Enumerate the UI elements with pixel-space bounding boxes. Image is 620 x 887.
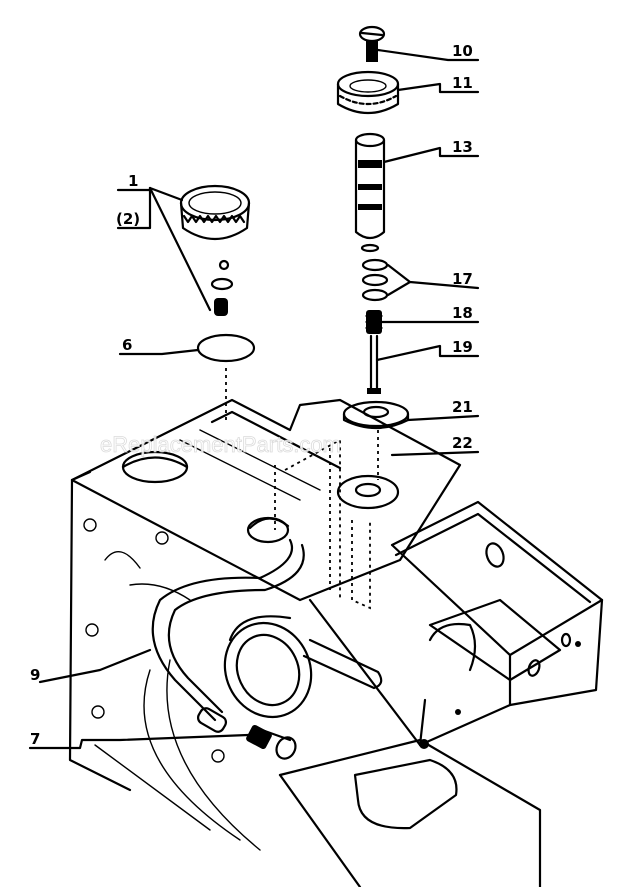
o-rings-part bbox=[361, 258, 389, 302]
washer-part bbox=[342, 400, 410, 430]
callout-17: 17 bbox=[452, 270, 473, 288]
callout-18: 18 bbox=[452, 304, 473, 322]
knob-part bbox=[336, 70, 400, 114]
callout-21: 21 bbox=[452, 398, 473, 416]
callout-9: 9 bbox=[30, 666, 40, 684]
callout-19: 19 bbox=[452, 338, 473, 356]
callout-7: 7 bbox=[30, 730, 40, 748]
gasket-part bbox=[196, 333, 256, 363]
callout-labels: 10 11 13 17 18 19 21 22 1 (2) 6 9 7 bbox=[30, 42, 473, 748]
callout-1: 1 bbox=[128, 172, 138, 190]
needle-part bbox=[367, 334, 381, 394]
spring-part bbox=[365, 310, 383, 334]
housing-body bbox=[68, 398, 542, 887]
callout-2: (2) bbox=[116, 210, 140, 228]
callout-11: 11 bbox=[452, 74, 473, 92]
valve-stem-part bbox=[354, 132, 386, 253]
leader-lines bbox=[28, 48, 480, 750]
callout-10: 10 bbox=[452, 42, 473, 60]
vent-assembly-part bbox=[210, 259, 234, 316]
callout-22: 22 bbox=[452, 434, 473, 452]
filler-cap-part bbox=[179, 184, 251, 240]
callout-6: 6 bbox=[122, 336, 132, 354]
tray-box bbox=[274, 438, 604, 749]
callout-13: 13 bbox=[452, 138, 473, 156]
screw-part bbox=[358, 25, 386, 62]
watermark: eReplacementParts.com bbox=[100, 432, 341, 457]
